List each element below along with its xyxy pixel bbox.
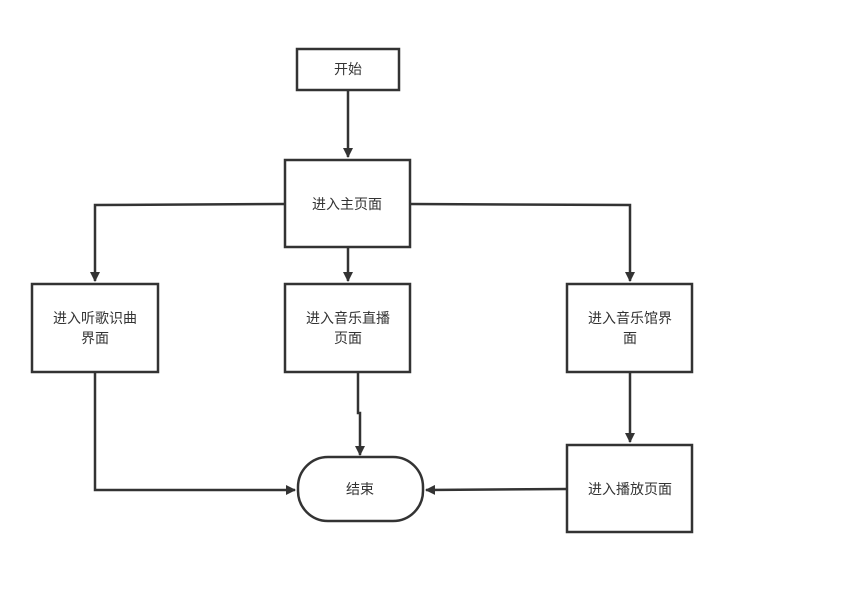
connectors (90, 90, 635, 495)
music-live-node (283, 282, 412, 374)
edge-listen-to-end (93, 372, 296, 495)
edge-play-to-end (425, 484, 568, 495)
main-page-label: 进入主页面 (312, 197, 382, 213)
music-hall-label-line1: 进入音乐馆界 (588, 310, 672, 327)
edge-main-to-listen (90, 202, 286, 282)
main-page-node (283, 158, 412, 249)
nodes (30, 47, 694, 534)
listen-identify-node (30, 282, 160, 374)
end-label: 结束 (346, 482, 374, 498)
music-hall-node (565, 282, 694, 374)
play-page-node (565, 443, 694, 534)
start-label: 开始 (334, 62, 362, 78)
play-page-label: 进入播放页面 (588, 482, 672, 498)
edge-main-to-hall (409, 202, 635, 282)
end-node (296, 455, 425, 523)
music-live-label-line2: 页面 (334, 331, 362, 347)
labels: 开始 进入主页面 进入听歌识曲 界面 进入音乐直播 页面 进入音乐馆界 面 进入… (53, 62, 672, 498)
music-live-label-line1: 进入音乐直播 (306, 310, 390, 327)
start-node (295, 47, 401, 92)
music-hall-label-line2: 面 (623, 331, 637, 347)
listen-identify-label-line1: 进入听歌识曲 (53, 311, 137, 327)
listen-identify-label-line2: 界面 (81, 331, 109, 347)
edge-live-to-end (355, 372, 365, 456)
